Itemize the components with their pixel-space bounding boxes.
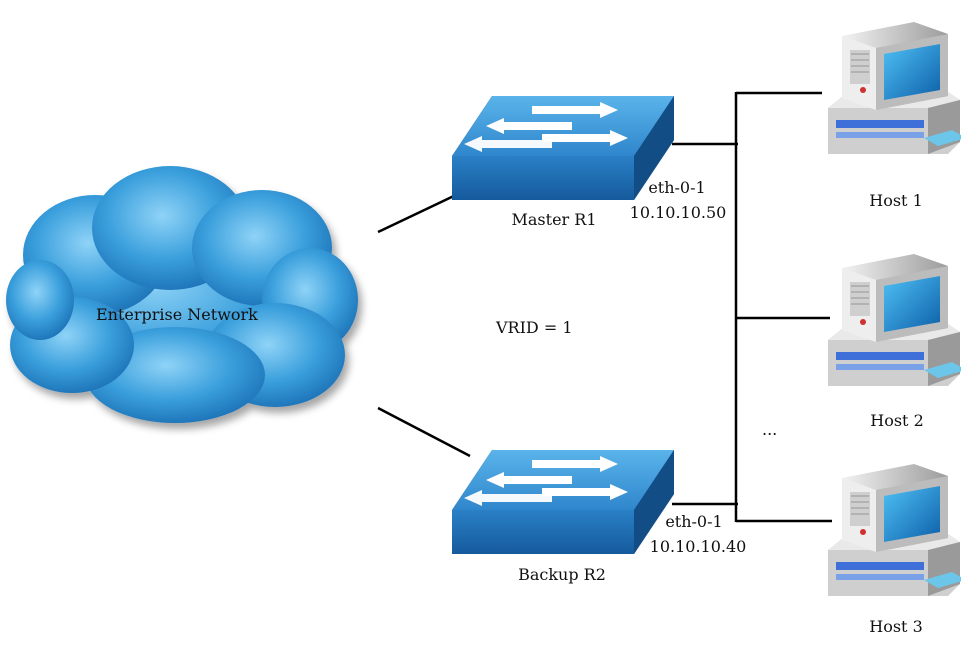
r1-name-label: Master R1: [511, 210, 597, 229]
host-3-label: Host 3: [869, 617, 923, 636]
backup-r2-switch-icon: [452, 450, 674, 554]
host-3-pc-icon: [827, 463, 961, 597]
r2-name-label: Backup R2: [518, 565, 606, 584]
host-2-label: Host 2: [870, 411, 924, 430]
cloud-to-r2-link: [377, 406, 471, 458]
host-1-label: Host 1: [869, 191, 923, 210]
vrid-label: VRID = 1: [496, 318, 573, 337]
host-2-pc-icon: [827, 253, 961, 387]
hosts-ellipsis: ...: [762, 420, 778, 439]
host-1-pc-icon: [827, 21, 961, 155]
master-r1-switch-icon: [452, 96, 674, 200]
enterprise-network-cloud: [6, 166, 358, 423]
r1-ip-label: 10.10.10.50: [629, 203, 727, 222]
link-lines: [377, 91, 832, 523]
r1-port-label: eth-0-1: [648, 178, 706, 197]
cloud-label: Enterprise Network: [96, 305, 258, 324]
r2-ip-label: 10.10.10.40: [649, 537, 747, 556]
cloud-to-r1-link: [377, 192, 459, 234]
r2-port-label: eth-0-1: [665, 512, 723, 531]
